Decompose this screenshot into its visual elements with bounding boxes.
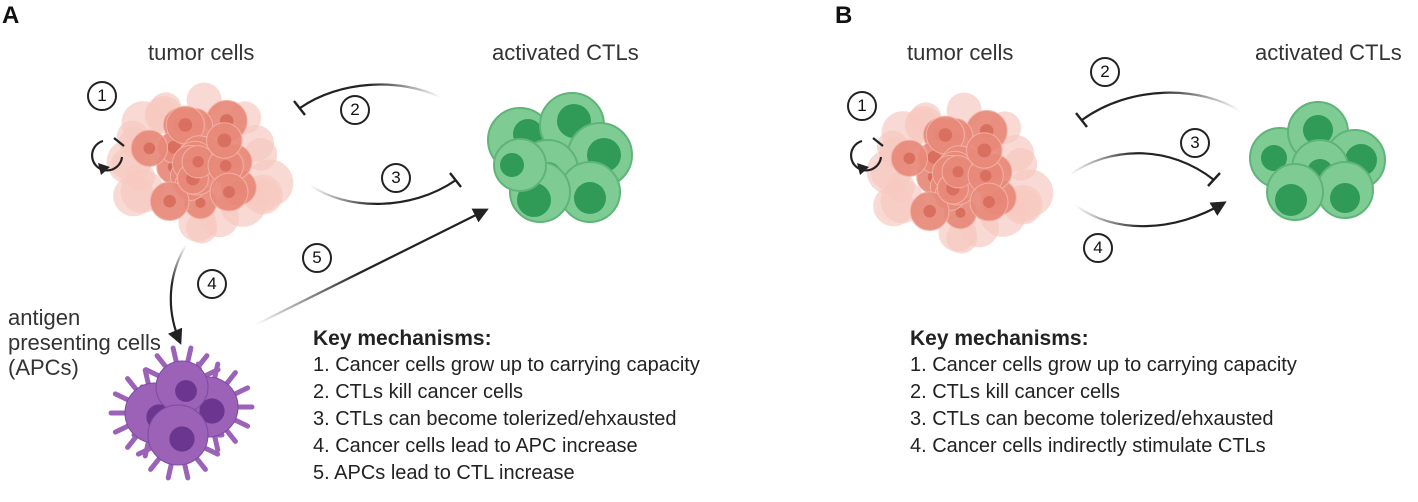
mechanism-item: 4. Cancer cells indirectly stimulate CTL… [910, 435, 1266, 457]
inhibition-arrow-ctl-to-tumor [293, 83, 441, 116]
tumor-cell-nucleus [938, 128, 953, 142]
apc-cell-nucleus [199, 398, 225, 424]
tumor-cells-cluster [106, 82, 294, 244]
self-growth-loop-icon [91, 137, 125, 175]
ctl-cell-nucleus [1275, 184, 1307, 216]
mechanism-item: 3. CTLs can become tolerized/ehxausted [910, 408, 1274, 430]
tumor-cell-nucleus [163, 194, 176, 208]
tumor-cell-halo [873, 185, 915, 227]
step-marker-3: 3 [381, 163, 411, 193]
tumor-cell-nucleus [192, 156, 204, 168]
apc-label-line: presenting cells [8, 330, 161, 355]
tumor-cells-cluster [866, 92, 1054, 254]
tumor-cells-label: tumor cells [148, 40, 255, 65]
ctl-cell-nucleus [574, 182, 606, 214]
inhibition-arrow-tumor-to-ctl [1067, 152, 1221, 187]
apc-cell-nucleus [175, 380, 197, 402]
step-marker-1: 1 [87, 81, 117, 111]
tumor-cell-nucleus [178, 118, 193, 132]
apc-label-line: antigen [8, 305, 81, 330]
ctl-cluster [1249, 101, 1386, 221]
ctl-cell-nucleus [500, 153, 524, 177]
panel-letter: A [2, 2, 20, 29]
apc-label: antigen presenting cells (APCs) [8, 305, 168, 380]
mechanism-item: 5. APCs lead to CTL increase [313, 462, 575, 484]
inhibition-arrow-tumor-to-ctl [309, 172, 462, 205]
tumor-cell-halo [113, 175, 155, 217]
mechanism-item: 2. CTLs kill cancer cells [910, 381, 1121, 403]
step-marker-5: 5 [302, 243, 332, 273]
step-marker-2: 2 [340, 95, 370, 125]
tumor-cells-label: tumor cells [907, 40, 1014, 65]
step-marker-4: 4 [1083, 233, 1113, 263]
step-marker-4: 4 [197, 269, 227, 299]
step-marker-1: 1 [847, 91, 877, 121]
key-mechanisms-title: Key mechanisms: [910, 327, 1089, 350]
tumor-cell-nucleus [903, 152, 916, 165]
tumor-cell-nucleus [983, 196, 996, 209]
mechanism-item: 1. Cancer cells grow up to carrying capa… [910, 354, 1297, 376]
tumor-cell-nucleus [195, 197, 206, 208]
mechanism-item: 2. CTLs kill cancer cells [313, 381, 524, 403]
apc-cluster [108, 345, 255, 481]
ctl-cluster [487, 92, 633, 223]
key-mechanisms-list: Key mechanisms: 1. Cancer cells grow up … [313, 325, 700, 487]
stimulation-arrow-tumor-to-apc [168, 244, 187, 345]
mechanism-item: 4. Cancer cells lead to APC increase [313, 435, 638, 457]
tumor-cell-nucleus [219, 159, 232, 172]
tumor-cell-nucleus [217, 133, 232, 148]
apc-cell-nucleus [169, 426, 195, 452]
stimulation-arrow-tumor-to-ctl [1074, 201, 1227, 228]
tumor-cell-nucleus [923, 204, 936, 218]
ctl-cell-nucleus [1330, 183, 1360, 213]
ctl-label: activated CTLs [492, 40, 639, 65]
key-mechanisms-title: Key mechanisms: [313, 327, 492, 350]
ctl-label: activated CTLs [1255, 40, 1402, 65]
step-marker-3: 3 [1180, 128, 1210, 158]
tumor-cell-nucleus [979, 169, 992, 182]
ctl-cell-nucleus [1303, 115, 1333, 145]
ctl-cell-nucleus [1261, 145, 1287, 171]
self-growth-loop-icon [850, 137, 884, 175]
tumor-cell-nucleus [952, 166, 964, 178]
apc-label-line: (APCs) [8, 355, 79, 380]
stimulation-arrow-apc-to-ctl [254, 208, 489, 326]
tumor-cell-nucleus [955, 207, 966, 218]
panel-letter: B [835, 2, 853, 29]
inhibition-arrow-ctl-to-tumor [1075, 91, 1243, 128]
mechanism-item: 1. Cancer cells grow up to carrying capa… [313, 354, 700, 376]
tumor-cell-nucleus [223, 186, 236, 199]
tumor-cell-nucleus [977, 143, 992, 158]
step-marker-2: 2 [1090, 57, 1120, 87]
tumor-cell-nucleus [143, 142, 156, 155]
key-mechanisms-list: Key mechanisms: 1. Cancer cells grow up … [910, 325, 1297, 460]
ctl-cell-nucleus [517, 183, 551, 217]
mechanism-item: 3. CTLs can become tolerized/ehxausted [313, 408, 677, 430]
